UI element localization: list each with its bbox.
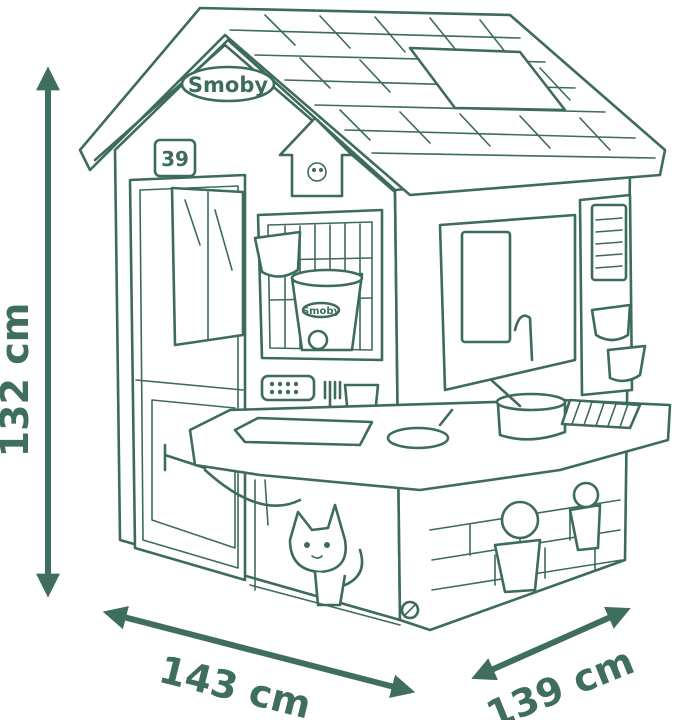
- side-window: [438, 213, 577, 392]
- playhouse-drawing: Smoby 39: [78, 6, 672, 632]
- cat-mascot: [288, 503, 364, 607]
- right-side-panel: [578, 193, 647, 397]
- height-dimension: 132 cm: [0, 66, 60, 598]
- brand-logo: Smoby: [180, 65, 276, 103]
- birdhouse-ornament: [278, 116, 354, 198]
- house-number-plate: 39: [153, 138, 197, 178]
- width-dimension: 143 cm: [102, 605, 416, 720]
- front-window: Smoby: [253, 208, 384, 362]
- brand-text: Smoby: [188, 73, 268, 97]
- front-door: [128, 173, 247, 582]
- roof-skylight: [408, 46, 567, 112]
- house-number-text: 39: [161, 147, 189, 171]
- width-arrow: [102, 605, 416, 699]
- kitchen-counter: [188, 366, 672, 526]
- depth-dimension: 139 cm: [471, 606, 640, 720]
- depth-label: 139 cm: [480, 639, 640, 720]
- cup-brand-text: Smoby: [302, 306, 341, 317]
- height-label: 132 cm: [0, 303, 37, 458]
- depth-arrow: [471, 606, 631, 681]
